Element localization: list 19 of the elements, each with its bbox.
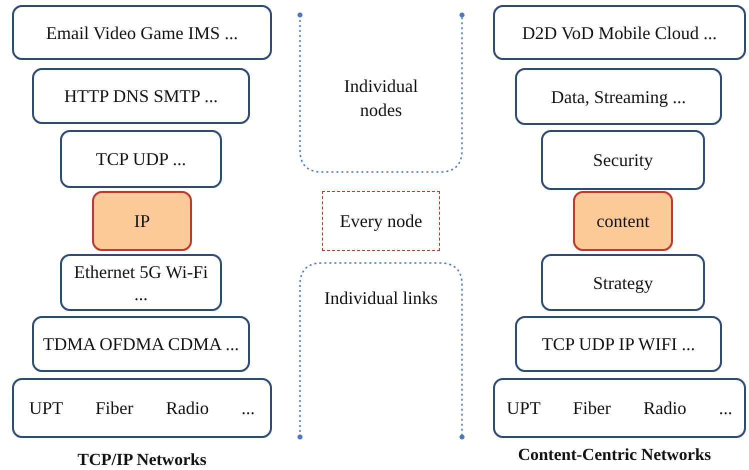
waist-box: content — [573, 191, 673, 251]
layer-box: Email Video Game IMS ... — [12, 5, 272, 60]
layer-box: Ethernet 5G Wi-Fi ... — [60, 254, 222, 311]
layer-box: UPT Fiber Radio ... — [12, 378, 272, 438]
range-label: Individual links — [323, 287, 439, 310]
layer-box: TCP UDP ... — [60, 130, 222, 188]
caption: Content-Centric Networks — [516, 444, 712, 466]
range-label: Individual nodes — [343, 75, 419, 122]
waist-box: IP — [92, 191, 192, 251]
layer-box: D2D VoD Mobile Cloud ... — [493, 5, 746, 60]
layer-box: UPT Fiber Radio ... — [493, 378, 746, 438]
layer-box: TCP UDP IP WIFI ... — [515, 316, 722, 372]
layer-box: Strategy — [541, 254, 705, 311]
layer-box: Data, Streaming ... — [515, 68, 722, 125]
layer-box: HTTP DNS SMTP ... — [32, 68, 250, 124]
layer-box: TDMA OFDMA CDMA ... — [32, 316, 250, 372]
waist-box: Every node — [322, 191, 440, 251]
caption: TCP/IP Networks — [76, 449, 208, 470]
layer-box: Security — [541, 130, 705, 190]
